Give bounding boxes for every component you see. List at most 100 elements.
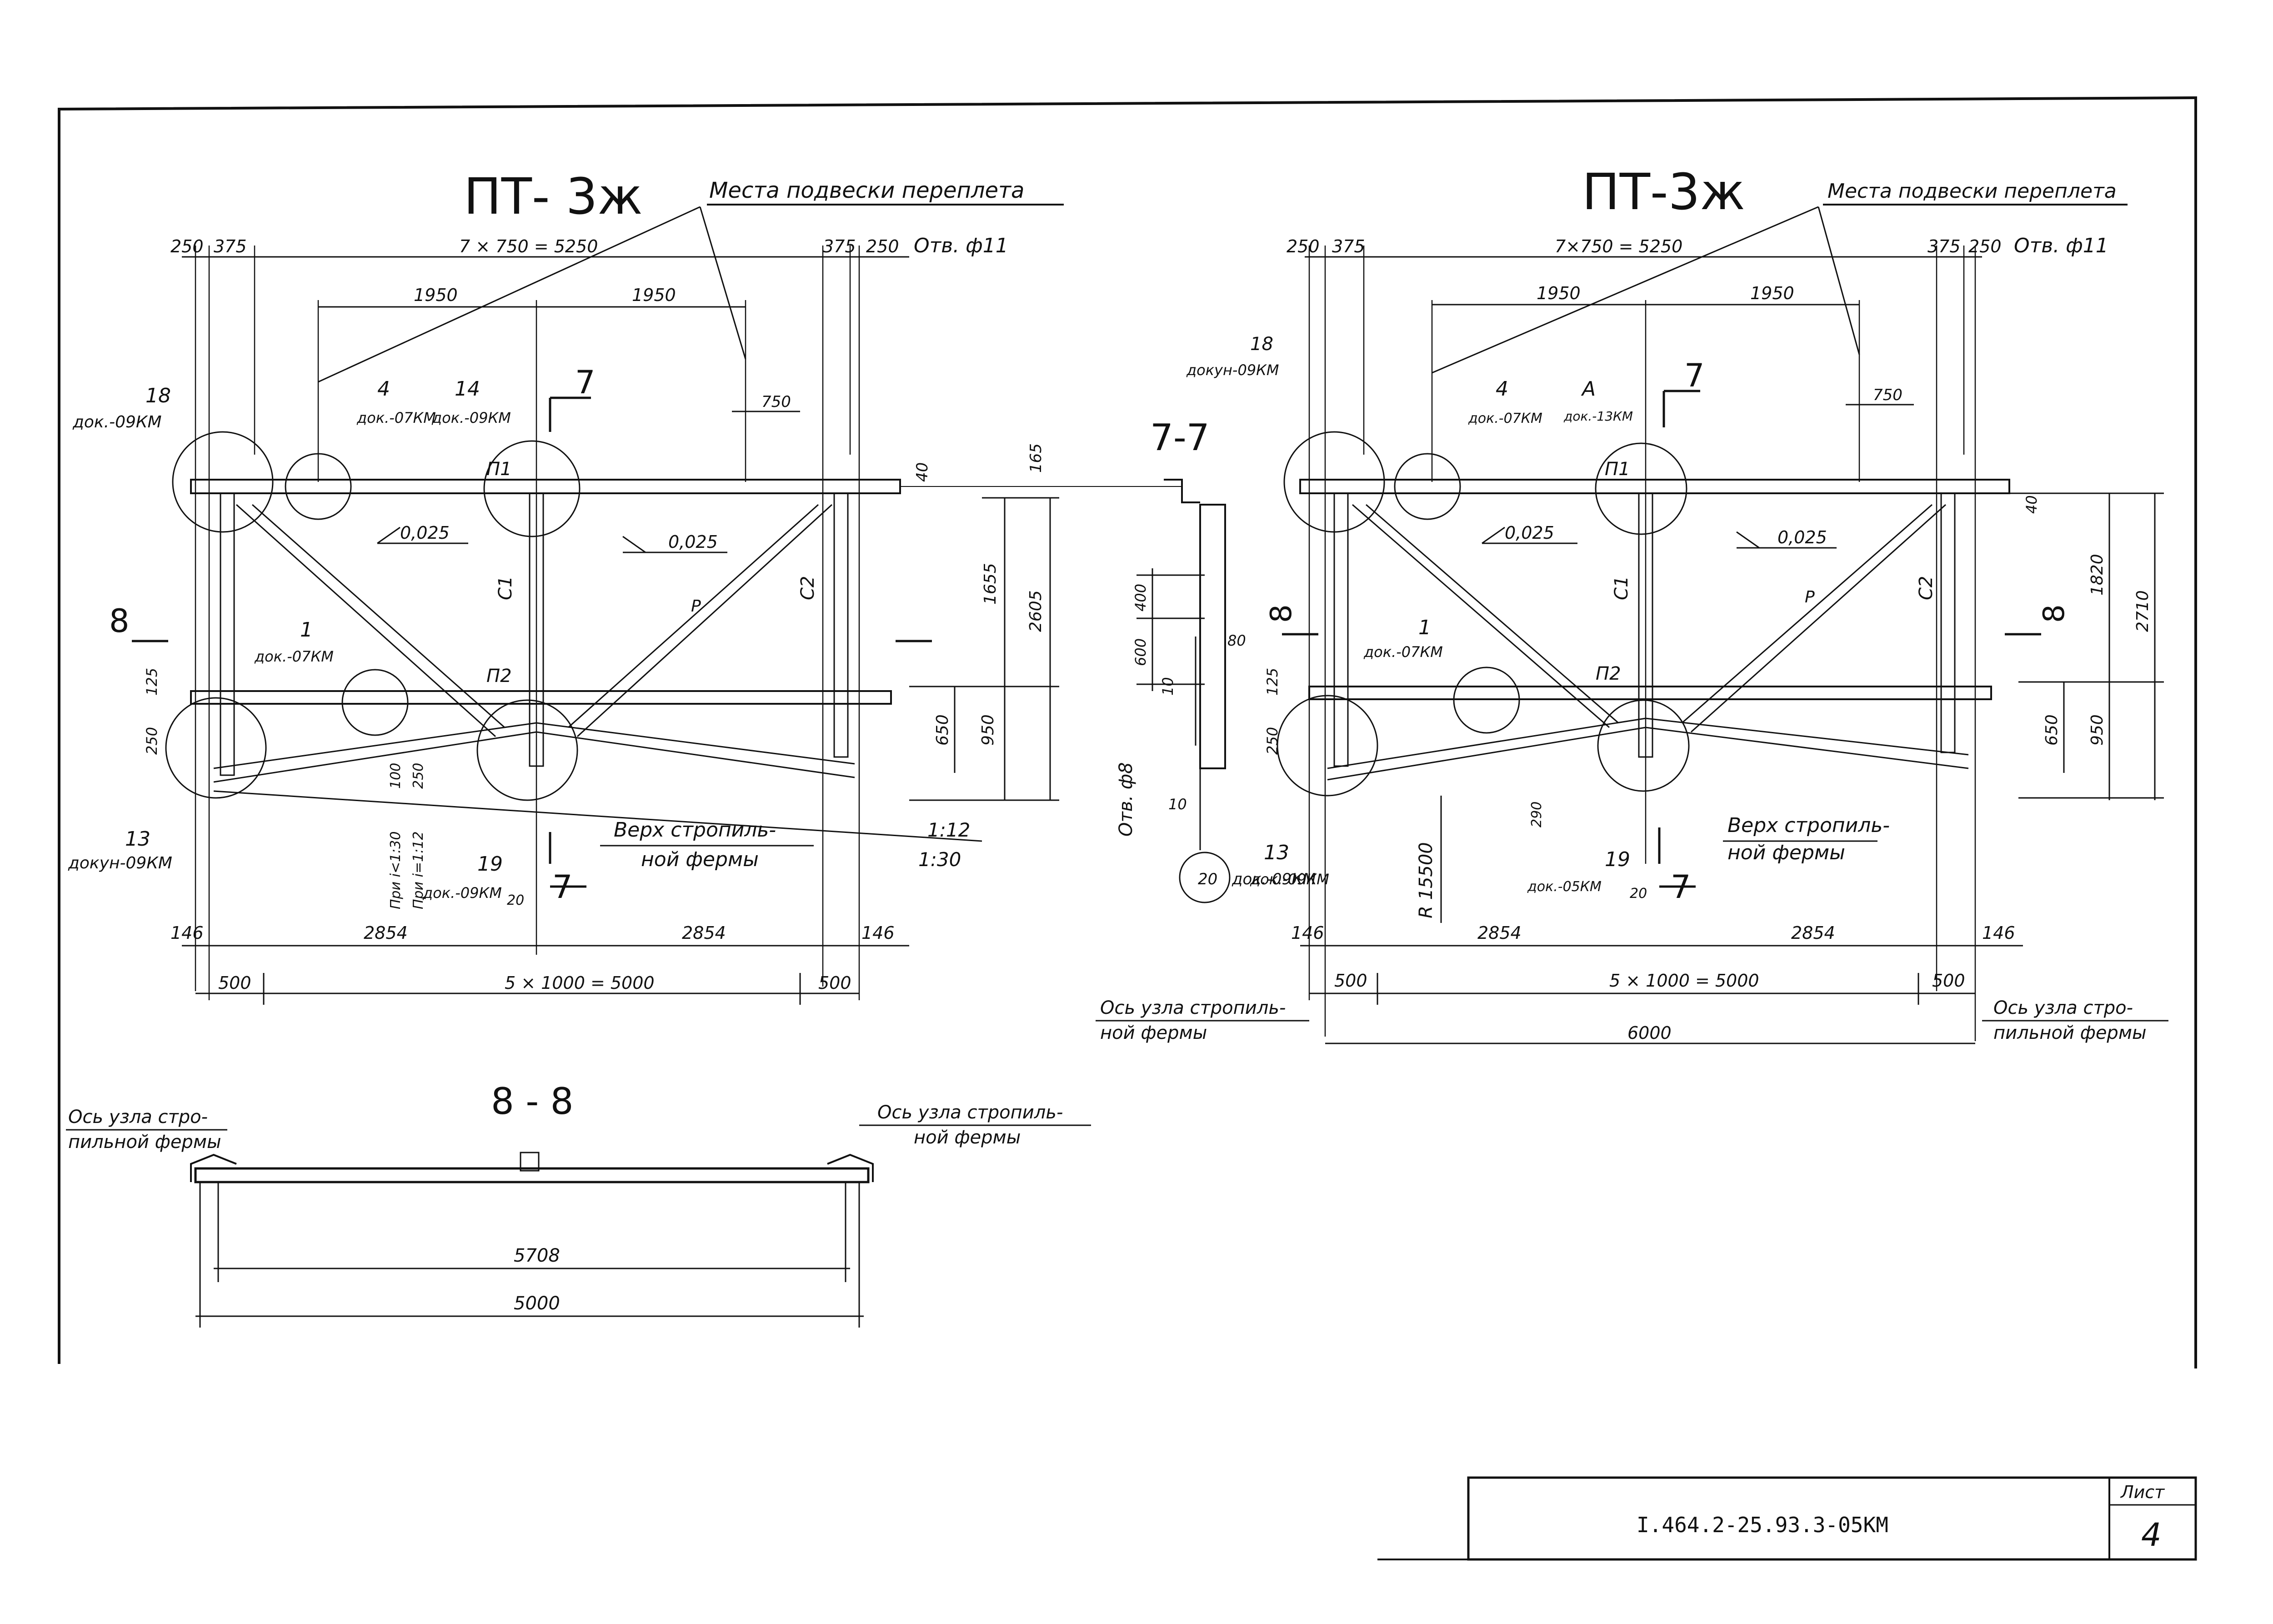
sect88-axis-left-1: Ось узла стро- bbox=[68, 1107, 208, 1128]
left-note-slope-v2: 250 bbox=[411, 763, 426, 789]
sect88-axis-right-1: Ось узла стропиль- bbox=[877, 1102, 1063, 1123]
title-stamp: I.464.2-25.93.3-05КМ Лист 4 bbox=[1377, 1476, 2197, 1561]
right-dim-1950a: 1950 bbox=[1537, 283, 1581, 303]
left-callout-18-ref: док.-09КМ bbox=[72, 413, 162, 431]
right-dim-500: 500 bbox=[1334, 971, 1367, 991]
left-note-slope-v1: 100 bbox=[388, 763, 404, 789]
left-label-r: Р bbox=[691, 597, 701, 616]
stamp-sheet-number: 4 bbox=[2141, 1516, 2162, 1554]
right-dim-20: 20 bbox=[1630, 886, 1647, 902]
right-title: ПТ-3ж bbox=[1582, 163, 1745, 221]
right-radius: R 15500 bbox=[1416, 842, 1437, 918]
left-slope-1: 0,025 bbox=[400, 523, 450, 543]
left-dim-40: 40 bbox=[913, 462, 931, 482]
left-dim-1950b: 1950 bbox=[632, 285, 676, 305]
right-dim-2854a: 2854 bbox=[1477, 923, 1522, 943]
left-dim-375r: 375 bbox=[823, 236, 856, 256]
right-dim-500r: 500 bbox=[1932, 971, 1965, 991]
left-section-7-top: 7 bbox=[575, 364, 596, 401]
left-dim-grid: 5 × 1000 = 5000 bbox=[505, 973, 655, 993]
left-callout-18-num: 18 bbox=[145, 384, 171, 407]
left-section-8-left: 8 bbox=[109, 602, 130, 640]
right-label-p1: П1 bbox=[1605, 459, 1630, 480]
left-dim-500r: 500 bbox=[818, 973, 851, 993]
left-bottom-chord bbox=[190, 690, 892, 705]
left-callout-14-ref: док.-09КМ bbox=[431, 409, 511, 426]
sect77-dim-400: 400 bbox=[1132, 584, 1149, 612]
right-callout-19-num: 19 bbox=[1605, 848, 1630, 871]
right-callout-a-num: А bbox=[1581, 377, 1596, 401]
left-dim-500: 500 bbox=[218, 973, 251, 993]
right-dim-1820: 1820 bbox=[2088, 554, 2107, 596]
right-bottom-chord bbox=[1308, 686, 1992, 700]
right-callout-19-ref: док.-05КМ bbox=[1527, 879, 1602, 895]
right-callout-18-num: 18 bbox=[1250, 334, 1273, 355]
sect77-dim-80: 80 bbox=[1227, 632, 1246, 649]
left-label-p2: П2 bbox=[486, 666, 512, 687]
left-dim-20: 20 bbox=[507, 892, 524, 908]
left-callout-4-ref: док.-07КМ bbox=[356, 409, 436, 426]
left-dim-1655: 1655 bbox=[981, 563, 1000, 605]
right-dim-650: 650 bbox=[2043, 714, 2061, 746]
right-callout-1-num: 1 bbox=[1418, 616, 1431, 639]
sect77-dim-10: 10 bbox=[1159, 677, 1177, 696]
right-dim-250r: 250 bbox=[1968, 236, 2002, 256]
left-callout-4-num: 4 bbox=[377, 377, 390, 401]
right-dim-146: 146 bbox=[1291, 923, 1324, 943]
right-callout-13-ref: док.-09КМ bbox=[1250, 871, 1329, 888]
right-dim-1950b: 1950 bbox=[1750, 283, 1794, 303]
right-dim-2710: 2710 bbox=[2133, 590, 2152, 632]
right-dim-span: 7×750 = 5250 bbox=[1555, 236, 1682, 256]
left-dim-165: 165 bbox=[1027, 443, 1045, 473]
left-dim-2605: 2605 bbox=[1026, 590, 1045, 632]
right-callout-1-ref: док.-07КМ bbox=[1363, 643, 1443, 661]
left-callout-19-ref: док.-09КМ bbox=[422, 884, 502, 902]
right-truss-view: ПТ-3ж Места подвески переплета 250 375 7… bbox=[1096, 163, 2168, 1044]
sect88-axis-right-2: ной фермы bbox=[914, 1127, 1021, 1148]
left-label-c2: С2 bbox=[797, 576, 818, 600]
right-dim-total: 6000 bbox=[1627, 1023, 1672, 1043]
right-axis-right-2: пильной фермы bbox=[1993, 1023, 2147, 1043]
left-dim-125: 125 bbox=[143, 668, 160, 696]
right-dim-146r: 146 bbox=[1982, 923, 2015, 943]
sect77-hole: Отв. ф8 bbox=[1116, 762, 1136, 837]
right-callout-13-num: 13 bbox=[1264, 841, 1289, 864]
left-hole-note: Отв. ф11 bbox=[914, 234, 1008, 257]
stamp-sheet-label: Лист bbox=[2120, 1482, 2165, 1502]
right-axis-left-1: Ось узла стропиль- bbox=[1100, 997, 1286, 1018]
right-label-c1: С1 bbox=[1611, 576, 1632, 600]
left-dim-2854a: 2854 bbox=[364, 923, 408, 943]
sheet-frame bbox=[58, 96, 2197, 1368]
right-axis-right-1: Ось узла стро- bbox=[1993, 997, 2133, 1018]
stamp-doc-number: I.464.2-25.93.3-05КМ bbox=[1637, 1513, 1888, 1537]
left-top-chord bbox=[190, 479, 901, 494]
left-callout-19-num: 19 bbox=[477, 852, 503, 876]
right-section-7-top: 7 bbox=[1684, 357, 1705, 394]
left-slope-30: 1:30 bbox=[918, 848, 961, 871]
left-dim-146: 146 bbox=[170, 923, 204, 943]
right-label-p2: П2 bbox=[1596, 663, 1621, 684]
right-dim-750: 750 bbox=[1873, 386, 1903, 404]
right-hanging-note: Места подвески переплета bbox=[1827, 180, 2117, 203]
sect77-title: 7-7 bbox=[1150, 416, 1210, 459]
right-slope-1: 0,025 bbox=[1505, 523, 1554, 543]
left-section-7-bottom: 7 bbox=[552, 868, 573, 906]
left-dim-250: 250 bbox=[170, 236, 204, 256]
right-callout-4-num: 4 bbox=[1496, 377, 1508, 401]
left-label-p1: П1 bbox=[486, 459, 512, 480]
left-callout-14-num: 14 bbox=[455, 377, 480, 401]
sect77-dim-10b: 10 bbox=[1168, 796, 1187, 813]
left-dim-146r: 146 bbox=[861, 923, 895, 943]
sect88-beam bbox=[194, 1167, 870, 1183]
left-dim-950: 950 bbox=[979, 714, 997, 746]
left-truss-note-2: ной фермы bbox=[641, 848, 759, 871]
right-section-7-bottom: 7 bbox=[1671, 868, 1691, 906]
left-callout-13-ref: докун-09КМ bbox=[68, 854, 172, 872]
section-7-7: 7-7 400 600 10 80 10 Отв. ф8 20 док.-09К… bbox=[1116, 416, 1316, 903]
right-dim-2854b: 2854 bbox=[1791, 923, 1835, 943]
left-truss-note-1: Верх стропиль- bbox=[614, 818, 776, 842]
sect77-callout-num: 20 bbox=[1198, 870, 1217, 888]
left-note-slope-a: При i<1:30 bbox=[388, 832, 404, 909]
right-callout-4-ref: док.-07КМ bbox=[1468, 411, 1542, 426]
right-axis-left-2: ной фермы bbox=[1100, 1023, 1207, 1043]
